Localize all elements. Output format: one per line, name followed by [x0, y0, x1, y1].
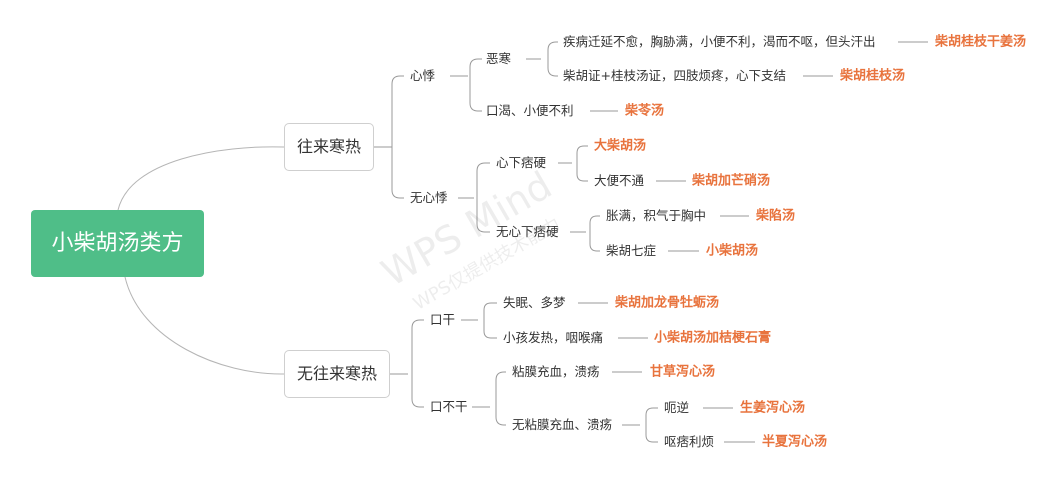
- bracket-connector: [645, 407, 658, 443]
- node-thirst-dysuria[interactable]: 口渴、小便不利: [486, 102, 574, 118]
- bracket-connector: [547, 41, 558, 77]
- node-child-fever-sore-throat[interactable]: 小孩发热，咽喉痛: [503, 329, 604, 345]
- node-seven-chaihu-symptoms[interactable]: 柴胡七症: [606, 242, 657, 258]
- node-palpitation[interactable]: 心悸: [410, 67, 436, 83]
- bracket-connector: [589, 215, 600, 252]
- node-condition-chaihu-guizhi-ganjiang[interactable]: 疾病迁延不愈，胸胁满，小便不利，渴而不呕，但头汗出: [563, 33, 876, 49]
- bracket-connector: [469, 58, 482, 112]
- node-epigastric-fullness[interactable]: 心下痞硬: [496, 154, 547, 170]
- node-aversion-to-cold[interactable]: 恶寒: [486, 50, 512, 66]
- result-xiao-chaihu-jiegeng-shigao[interactable]: 小柴胡汤加桔梗石膏: [654, 330, 772, 346]
- node-hiccup[interactable]: 呃逆: [664, 399, 690, 415]
- node-constipation[interactable]: 大便不通: [594, 172, 645, 188]
- root-curve-connector: [124, 276, 285, 375]
- root-node[interactable]: 小柴胡汤类方: [31, 210, 204, 277]
- result-banxia-xiexin-tang[interactable]: 半夏泻心汤: [762, 434, 828, 450]
- node-insomnia-dreams[interactable]: 失眠、多梦: [503, 294, 566, 310]
- result-da-chaihu-tang[interactable]: 大柴胡汤: [594, 138, 647, 154]
- node-dry-mouth[interactable]: 口干: [430, 311, 456, 327]
- bracket-connector: [576, 145, 588, 182]
- node-mouth-not-dry[interactable]: 口不干: [430, 398, 468, 414]
- result-chai-xian-tang[interactable]: 柴陷汤: [756, 208, 796, 224]
- node-mucosal-ulcer[interactable]: 粘膜充血，溃疡: [512, 363, 600, 379]
- node-no-mucosal-ulcer[interactable]: 无粘膜充血、溃疡: [512, 416, 613, 432]
- result-chaihu-longgu-muli-tang[interactable]: 柴胡加龙骨牡蛎汤: [615, 295, 720, 311]
- bracket-connector: [483, 302, 497, 339]
- bracket-connector: [391, 75, 404, 199]
- result-chaihu-guizhi-tang[interactable]: 柴胡桂枝汤: [840, 68, 906, 84]
- branch-node-alternating-chills-fever[interactable]: 往来寒热: [284, 123, 374, 171]
- bracket-connector: [495, 371, 506, 426]
- node-vomit-fullness-diarrhea[interactable]: 呕痞利烦: [664, 433, 715, 449]
- node-no-epigastric-fullness[interactable]: 无心下痞硬: [496, 223, 559, 239]
- root-curve-connector: [117, 146, 285, 211]
- bracket-connector: [476, 162, 490, 233]
- result-chai-ling-tang[interactable]: 柴苓汤: [625, 103, 665, 119]
- bracket-connector: [411, 319, 424, 408]
- branch-node-no-alternating-chills-fever[interactable]: 无往来寒热: [284, 350, 390, 398]
- node-chest-distension[interactable]: 胀满，积气于胸中: [606, 207, 707, 223]
- node-no-palpitation[interactable]: 无心悸: [410, 189, 448, 205]
- result-shengjiang-xiexin-tang[interactable]: 生姜泻心汤: [740, 400, 806, 416]
- result-chaihu-guizhi-ganjiang-tang[interactable]: 柴胡桂枝干姜汤: [935, 34, 1027, 50]
- result-xiao-chaihu-tang[interactable]: 小柴胡汤: [706, 243, 759, 259]
- result-chaihu-mangxiao-tang[interactable]: 柴胡加芒硝汤: [692, 173, 771, 189]
- node-condition-chaihu-guizhi[interactable]: 柴胡证+桂枝汤证，四肢烦疼，心下支结: [563, 67, 786, 83]
- result-gancao-xiexin-tang[interactable]: 甘草泻心汤: [650, 364, 716, 380]
